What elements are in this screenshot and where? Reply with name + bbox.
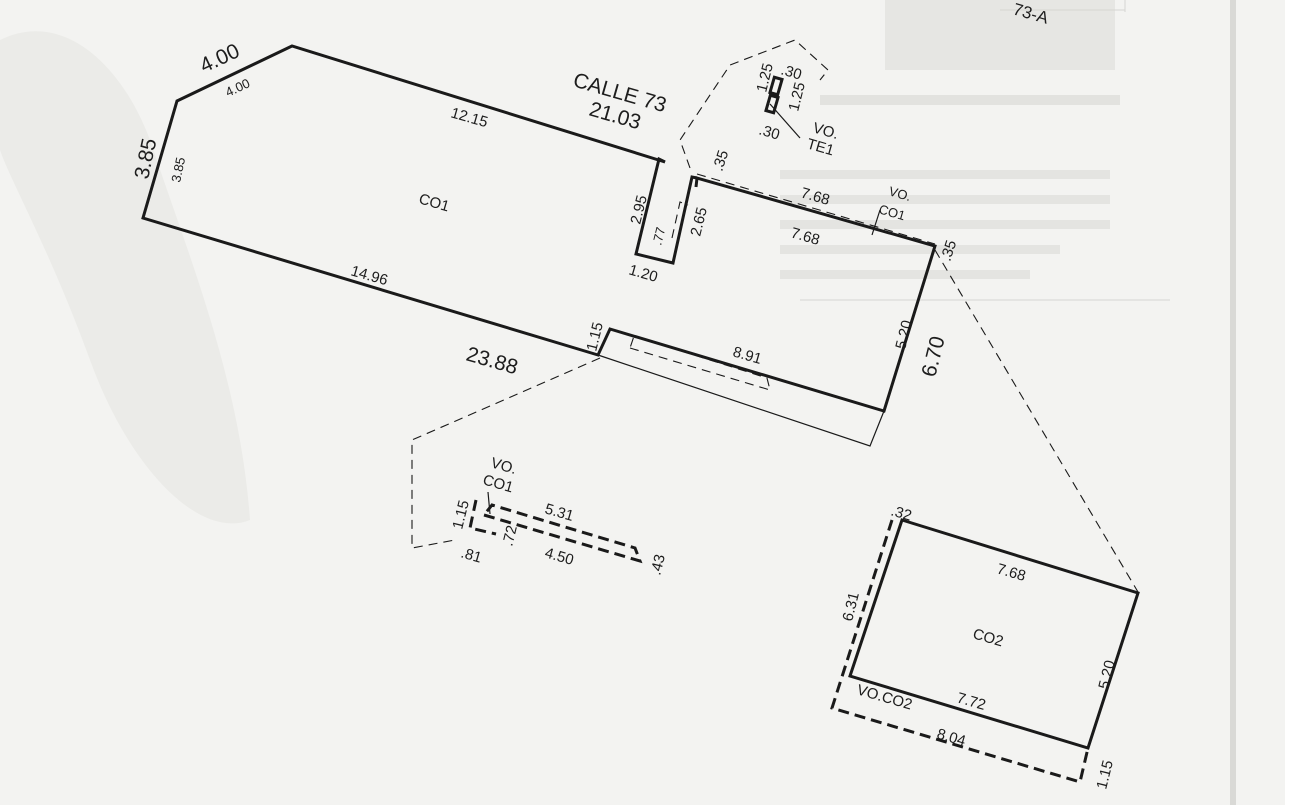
dim-rear-step: 1.15 bbox=[583, 321, 607, 353]
dim-right-outer: 6.70 bbox=[918, 334, 950, 379]
co1-top-dashed bbox=[696, 173, 936, 245]
co1-notch bbox=[634, 156, 698, 265]
dim-top-inner: 12.15 bbox=[449, 105, 490, 132]
dim-co2-115: 1.15 bbox=[1093, 759, 1117, 791]
co1-rear-strip bbox=[597, 354, 885, 447]
te1-detail bbox=[764, 75, 784, 115]
co1-lot bbox=[141, 44, 937, 447]
dim-rear-width: 8.91 bbox=[731, 344, 764, 368]
vo-te1-line2: TE1 bbox=[805, 136, 836, 160]
dim-co2-outer-bottom: 8.04 bbox=[935, 726, 968, 750]
dim-detail-115: 1.15 bbox=[449, 499, 473, 531]
co1-outer-boundary bbox=[141, 44, 937, 413]
dim-notch-inner: 2.65 bbox=[687, 206, 711, 238]
dim-co2-top: 7.68 bbox=[995, 561, 1028, 585]
dim-detail-531: 5.31 bbox=[543, 501, 576, 525]
co2-boundary bbox=[848, 518, 1140, 750]
vo-te1-line1: VO. bbox=[811, 120, 841, 143]
co1-rear-dashed bbox=[629, 335, 771, 391]
dim-bottom-outer: 23.88 bbox=[464, 343, 521, 380]
dim-te1-d: .30 bbox=[757, 122, 782, 144]
dim-te1-b: 1.25 bbox=[785, 81, 809, 113]
co1-notch-dashed bbox=[671, 201, 689, 239]
dim-detail-450: 4.50 bbox=[543, 545, 576, 569]
co2-label: CO2 bbox=[971, 626, 1005, 651]
vo-co1-top-line1: VO. bbox=[887, 183, 913, 204]
dim-setback-b: .35 bbox=[938, 238, 961, 263]
dim-co2-right: 5.20 bbox=[1095, 659, 1119, 691]
dim-co2-left: 6.31 bbox=[839, 591, 863, 623]
dim-detail-72: .72 bbox=[499, 524, 521, 548]
vo-co1-top-line2: CO1 bbox=[877, 201, 907, 223]
dim-te1-c: .30 bbox=[779, 62, 804, 84]
dim-left-inner: 3.85 bbox=[168, 156, 188, 184]
dim-notch-gap: .77 bbox=[649, 226, 668, 247]
dim-notch-width: 1.20 bbox=[627, 262, 660, 286]
vo-co1-detail bbox=[468, 499, 643, 564]
dim-co2-32: .32 bbox=[889, 503, 914, 525]
vo-co1-detail-line1: VO. bbox=[489, 455, 519, 478]
dim-right-inner: 5.20 bbox=[892, 319, 916, 351]
co1-label: CO1 bbox=[417, 191, 451, 216]
dim-notch-height: 2.95 bbox=[627, 194, 651, 226]
co2-lot bbox=[830, 518, 1140, 784]
callout-lines bbox=[411, 39, 1139, 593]
dim-top-corner-inner: 4.00 bbox=[223, 75, 252, 99]
dim-detail-43: .43 bbox=[647, 553, 669, 577]
dim-setback-a: .35 bbox=[710, 148, 733, 173]
dim-detail-81: .81 bbox=[459, 545, 484, 567]
vo-co2-boundary bbox=[830, 519, 1090, 784]
dim-te1-a: 1.25 bbox=[753, 62, 777, 94]
